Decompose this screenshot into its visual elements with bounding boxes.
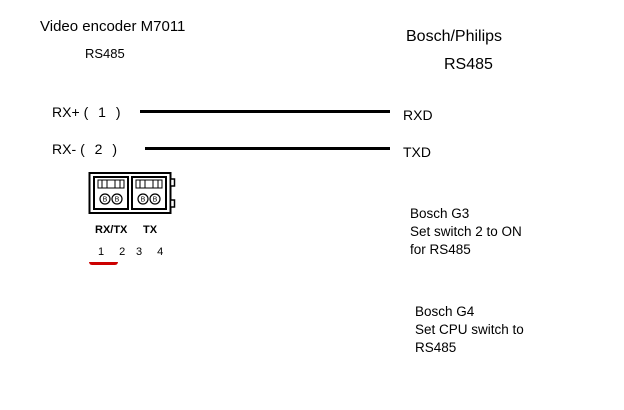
pin-number: ( 2 ): [80, 141, 121, 157]
red-underline-marker: [89, 262, 118, 265]
signal-label-txd: TXD: [403, 144, 431, 160]
svg-text:B: B: [115, 197, 120, 204]
wire-rx-minus: [145, 147, 390, 150]
svg-text:B: B: [103, 197, 108, 204]
diagram-title: Video encoder M7011: [40, 18, 186, 35]
note-bosch-g3: Bosch G3 Set switch 2 to ON for RS485: [410, 205, 522, 259]
signal-name: RX-: [52, 141, 77, 157]
svg-text:B: B: [153, 197, 158, 204]
note-line: Set CPU switch to: [415, 322, 524, 337]
connector-pins-1-2: 1 2: [98, 246, 132, 258]
note-line: Bosch G3: [410, 206, 470, 221]
signal-label-rxd: RXD: [403, 107, 433, 123]
note-line: Bosch G4: [415, 304, 475, 319]
terminal-block-connector-icon: B B B B: [88, 170, 176, 221]
signal-label-rx-plus: RX+( 1 ): [52, 104, 124, 120]
diagram-subtitle: RS485: [85, 46, 125, 61]
connector-pins-3-4: 3 4: [136, 246, 170, 258]
note-line: for RS485: [410, 242, 471, 257]
svg-text:B: B: [141, 197, 146, 204]
connector-label-rxtx: RX/TX: [95, 224, 128, 236]
right-header-protocol: RS485: [444, 56, 493, 73]
note-bosch-g4: Bosch G4 Set CPU switch to RS485: [415, 303, 524, 357]
note-line: Set switch 2 to ON: [410, 224, 522, 239]
signal-name: RX+: [52, 104, 80, 120]
connector-label-tx: TX: [143, 224, 158, 236]
signal-label-rx-minus: RX-( 2 ): [52, 141, 120, 157]
note-line: RS485: [415, 340, 457, 355]
right-header-brand: Bosch/Philips: [406, 28, 503, 45]
wire-rx-plus: [140, 110, 390, 113]
pin-number: ( 1 ): [83, 104, 124, 120]
